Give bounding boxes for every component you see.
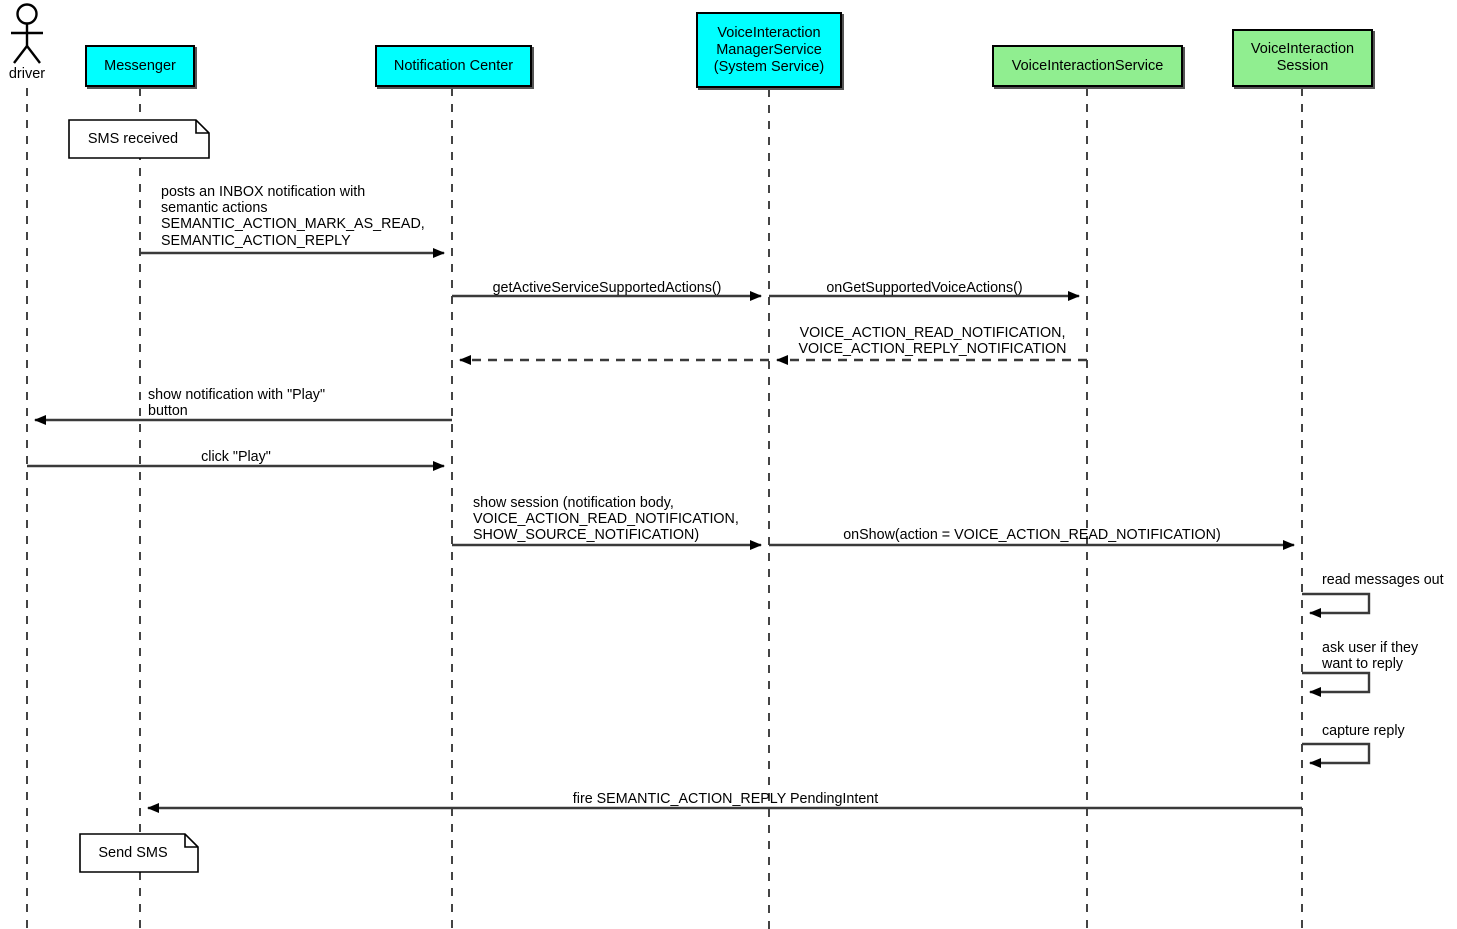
actor-driver-icon [11, 3, 43, 64]
self-message-label-read-messages-out: read messages out [1322, 572, 1444, 588]
participant-notification-center[interactable]: Notification Center [375, 45, 532, 87]
message-label-return-voice-actions: VOICE_ACTION_READ_NOTIFICATION, VOICE_AC… [798, 325, 1067, 358]
note-shapes-group [68, 119, 210, 873]
message-label-show-session: show session (notification body, VOICE_A… [473, 495, 739, 544]
note-sms-received-shape [68, 119, 210, 159]
participant-voiceinteraction-session[interactable]: VoiceInteraction Session [1232, 29, 1373, 87]
message-label-on-show: onShow(action = VOICE_ACTION_READ_NOTIFI… [843, 527, 1221, 543]
self-message-label-ask-user-reply: ask user if they want to reply [1322, 640, 1419, 673]
note-sms-received: SMS received [69, 120, 209, 158]
message-label-on-get-supported-voice-actions: onGetSupportedVoiceActions() [826, 280, 1023, 296]
participant-voiceinteraction-service[interactable]: VoiceInteractionService [992, 45, 1183, 87]
note-sms-received-fold [195, 120, 209, 134]
self-loop-read-messages-out [1302, 592, 1371, 618]
self-loop-ask-user-reply [1302, 671, 1371, 697]
self-message-label-capture-reply: capture reply [1322, 723, 1405, 739]
note-send-sms: Send SMS [80, 834, 198, 872]
self-loop-capture-reply [1302, 742, 1371, 768]
actor-label-driver: driver [8, 66, 46, 82]
messages-group [27, 248, 1302, 813]
participant-voiceinteraction-manager-service[interactable]: VoiceInteraction ManagerService (System … [696, 12, 842, 88]
lifelines-group [26, 88, 1303, 929]
message-label-show-notification-play: show notification with "Play" button [148, 387, 326, 420]
message-label-posts-inbox-notification: posts an INBOX notification with semanti… [161, 184, 425, 249]
note-send-sms-label: Send SMS [98, 845, 168, 861]
self-messages-group [1302, 592, 1371, 768]
note-send-sms-shape [79, 833, 199, 873]
message-label-click-play: click "Play" [201, 449, 271, 465]
participant-messenger[interactable]: Messenger [85, 45, 195, 87]
message-label-fire-semantic-action-reply: fire SEMANTIC_ACTION_REPLY PendingIntent [572, 791, 879, 807]
message-label-get-active-service-supported-actions: getActiveServiceSupportedActions() [492, 280, 722, 296]
note-sms-received-label: SMS received [87, 131, 179, 147]
note-send-sms-fold [184, 834, 198, 848]
